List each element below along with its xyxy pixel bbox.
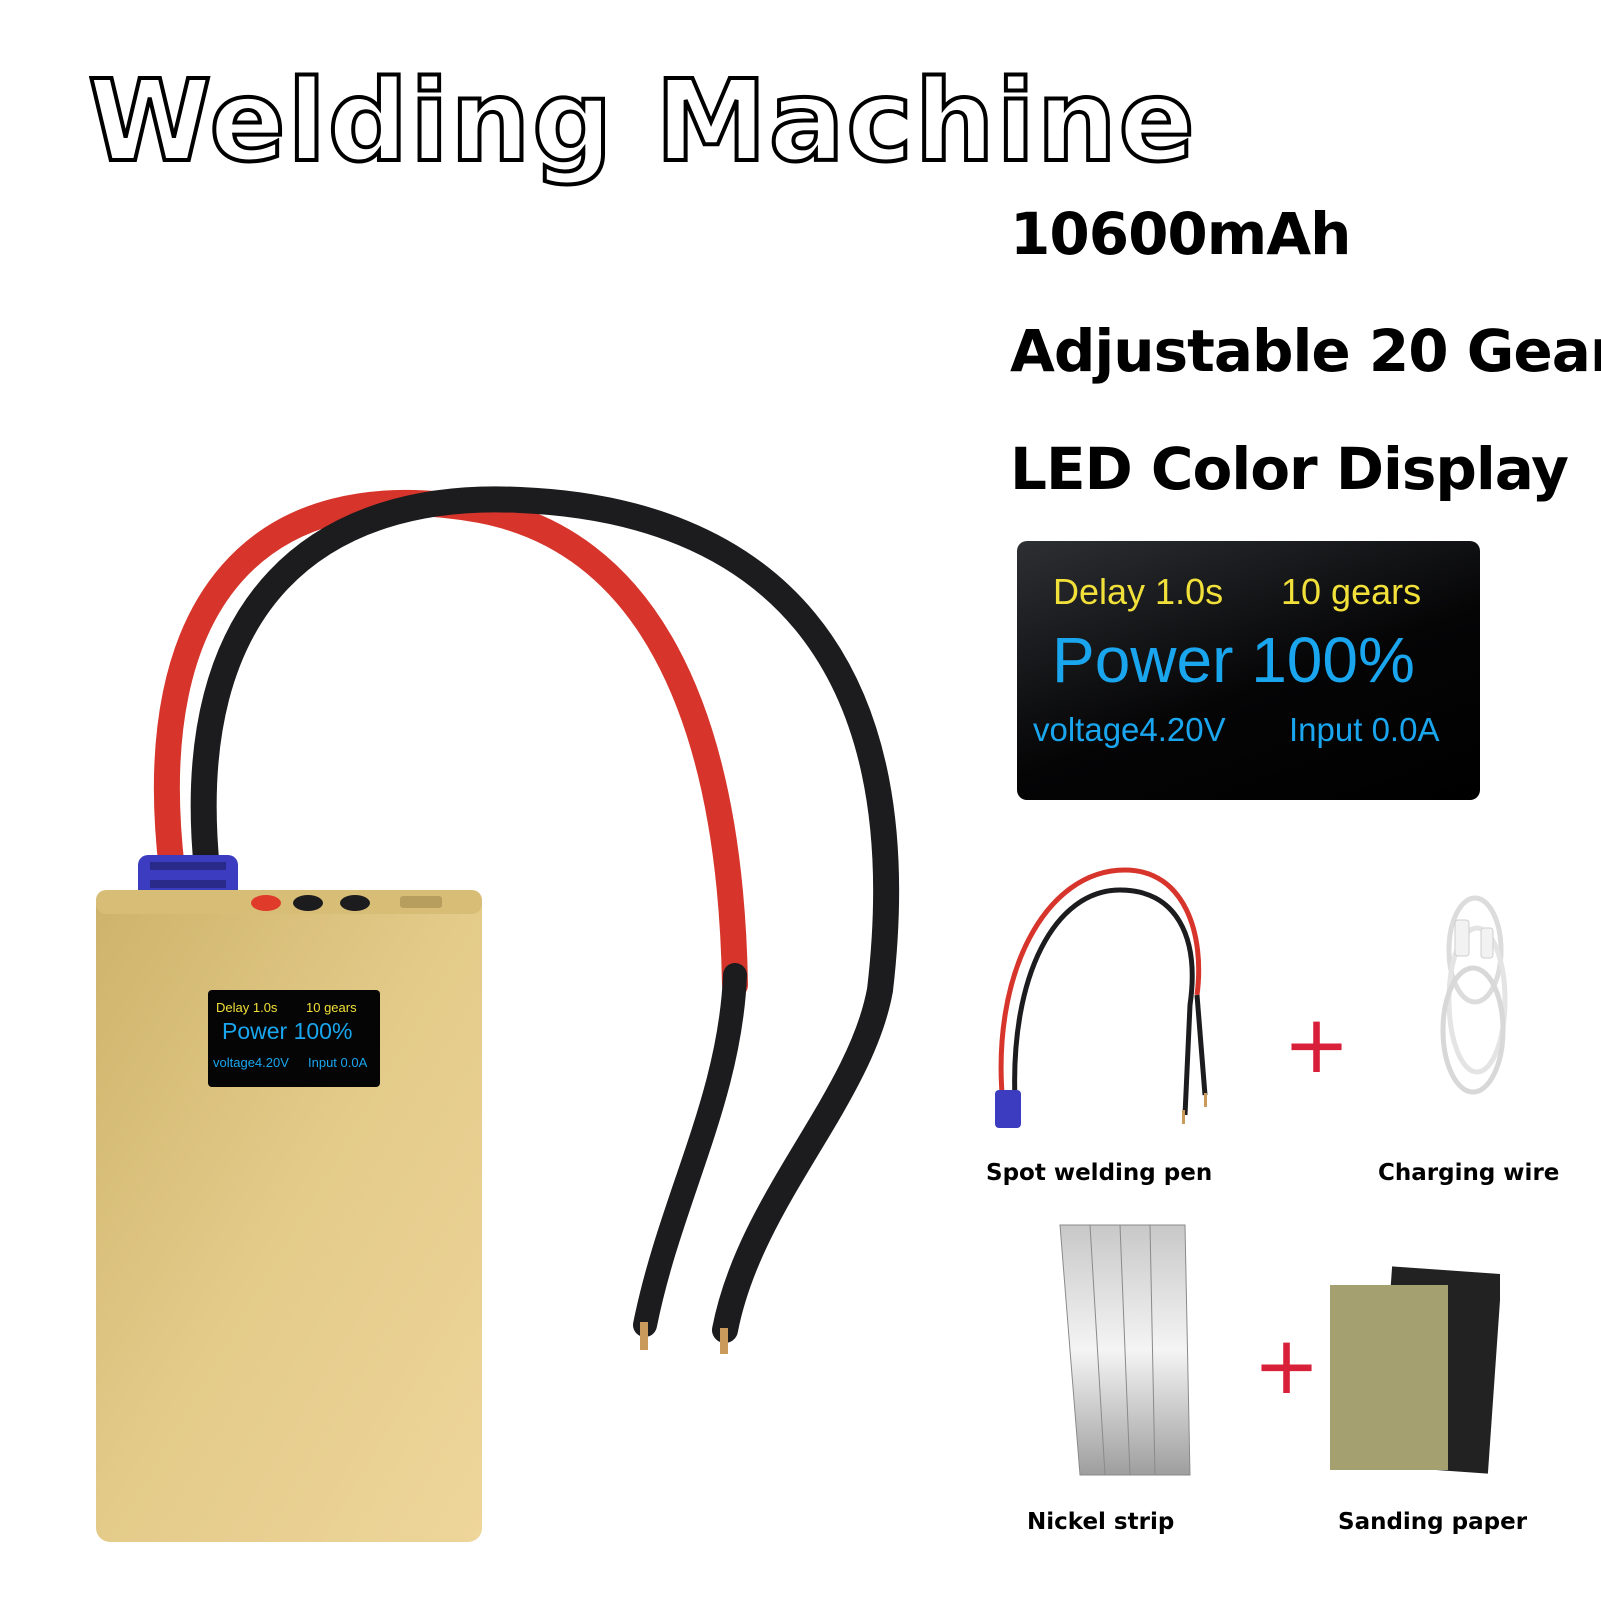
black-cable bbox=[190, 486, 900, 1343]
device-lcd-delay: Delay 1.0s bbox=[216, 1000, 278, 1015]
usb-cable-icon bbox=[1440, 895, 1508, 1095]
caption-nickel-strip: Nickel strip bbox=[1027, 1509, 1175, 1535]
welding-pen-icon bbox=[995, 867, 1208, 1128]
probe-tip-left bbox=[640, 1322, 648, 1350]
caption-sanding-paper: Sanding paper bbox=[1338, 1509, 1528, 1535]
set-button bbox=[340, 895, 370, 911]
power-button bbox=[251, 895, 281, 911]
device-body bbox=[96, 890, 482, 1542]
feature-capacity: 10600mAh bbox=[1010, 200, 1351, 268]
device-lcd-power: Power 100% bbox=[222, 1018, 353, 1044]
mode-button bbox=[293, 895, 323, 911]
red-cable-sleeve bbox=[633, 963, 747, 1337]
plus-icon: + bbox=[1283, 998, 1351, 1091]
page-title: Welding Machine bbox=[86, 57, 1197, 187]
lcd-voltage-text: voltage4.20V bbox=[1033, 711, 1226, 748]
lcd-input-text: Input 0.0A bbox=[1289, 711, 1440, 748]
feature-gears: Adjustable 20 Gears bbox=[1010, 317, 1601, 385]
feature-display: LED Color Display bbox=[1010, 435, 1569, 503]
usb-port bbox=[400, 896, 442, 908]
nickel-strip-icon bbox=[1059, 1224, 1191, 1476]
lcd-display-closeup: Delay 1.0s 10 gears Power 100% voltage4.… bbox=[1017, 541, 1480, 800]
caption-welding-pen: Spot welding pen bbox=[986, 1160, 1213, 1186]
device-lcd-voltage: voltage4.20V bbox=[213, 1055, 289, 1070]
plus-icon: + bbox=[1253, 1319, 1321, 1412]
lcd-power-text: Power 100% bbox=[1052, 624, 1415, 696]
lcd-gears-text: 10 gears bbox=[1281, 571, 1422, 612]
lcd-delay-text: Delay 1.0s bbox=[1053, 571, 1224, 612]
caption-charging-wire: Charging wire bbox=[1378, 1160, 1560, 1186]
probe-tip-right bbox=[720, 1328, 728, 1354]
device-lcd-input: Input 0.0A bbox=[308, 1055, 368, 1070]
sanding-paper-icon bbox=[1330, 1266, 1500, 1474]
device-lcd: Delay 1.0s 10 gears Power 100% voltage4.… bbox=[208, 990, 380, 1087]
device-lcd-gears: 10 gears bbox=[306, 1000, 357, 1015]
